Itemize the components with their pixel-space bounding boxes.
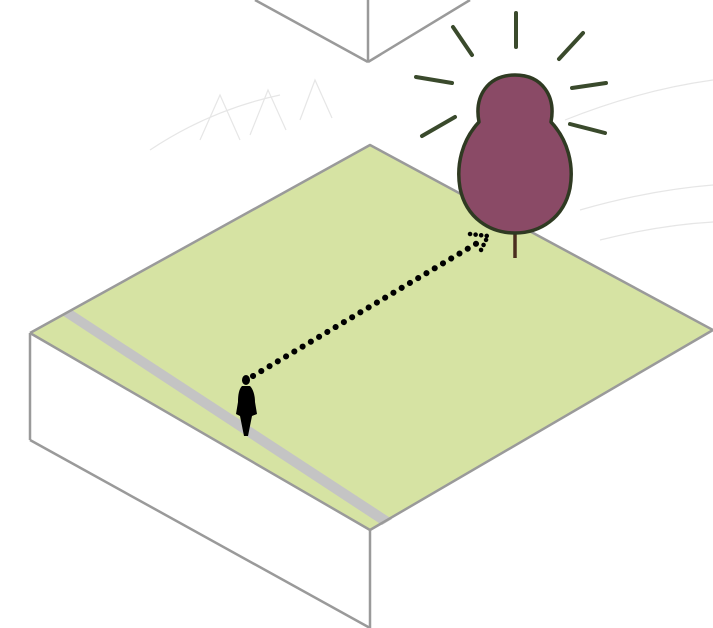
upper-block-edge-left: [254, 0, 369, 64]
block-right-side: [370, 330, 713, 628]
ground-block: [28, 143, 713, 628]
upper-block: [254, 0, 471, 64]
sunburst-ray: [451, 25, 474, 57]
footpath: [62, 310, 392, 525]
sketch-line: [149, 94, 281, 151]
upper-block-edge-right: [367, 0, 471, 64]
dotted-arrow-icon: [250, 231, 491, 379]
block-left-side: [30, 333, 370, 628]
upper-block-face: [255, 0, 470, 62]
sketch-line: [564, 79, 713, 121]
sketch-line: [299, 78, 333, 121]
sketch-line: [599, 221, 713, 241]
sunburst-ray: [414, 75, 454, 85]
arrow-shaft: [250, 239, 482, 379]
grass-top: [30, 145, 713, 530]
block-edge-left-bottom: [29, 438, 371, 628]
person-head: [242, 375, 250, 385]
person-body: [236, 386, 257, 436]
sunburst-ray: [568, 122, 607, 135]
block-outline-top: [29, 143, 713, 532]
sunburst-icon: [414, 11, 608, 138]
sketch-line: [249, 88, 287, 136]
sunburst-ray: [557, 31, 585, 61]
person-silhouette-icon: [236, 375, 257, 436]
tree-icon: [457, 73, 573, 258]
sunburst-ray: [420, 115, 457, 138]
tree-canopy: [457, 73, 573, 235]
arrow-head: [467, 231, 491, 255]
background-sketch: [149, 78, 713, 241]
sketch-line: [579, 184, 713, 211]
sunburst-ray: [570, 81, 608, 90]
sketch-line: [199, 93, 241, 141]
